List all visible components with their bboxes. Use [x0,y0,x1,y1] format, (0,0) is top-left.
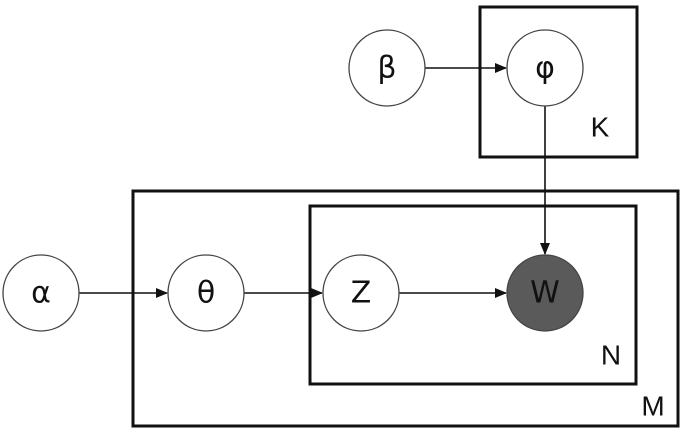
node-beta-circle [348,29,426,107]
plate-m-label: M [641,391,664,422]
node-theta: θ [167,254,245,332]
plate-m [131,189,680,428]
node-z-circle [322,254,400,332]
node-w-label: W [530,276,560,311]
plate-k [478,5,639,159]
node-alpha-label: α [31,276,51,311]
node-theta-circle [167,254,245,332]
node-theta-label: θ [197,276,215,311]
node-beta: β [348,29,426,107]
node-beta-label: β [377,51,396,86]
plate-n-label: N [601,340,621,371]
node-alpha: α [2,254,80,332]
plate-n [308,204,638,386]
node-alpha-circle [2,254,80,332]
edges [79,63,550,298]
node-phi-circle [506,29,584,107]
node-z-label: Z [351,276,372,311]
node-phi-label: φ [535,51,555,86]
node-w: W [506,254,584,332]
plate-k-label: K [591,112,610,143]
node-phi: φ [506,29,584,107]
node-w-circle [506,254,584,332]
node-z: Z [322,254,400,332]
